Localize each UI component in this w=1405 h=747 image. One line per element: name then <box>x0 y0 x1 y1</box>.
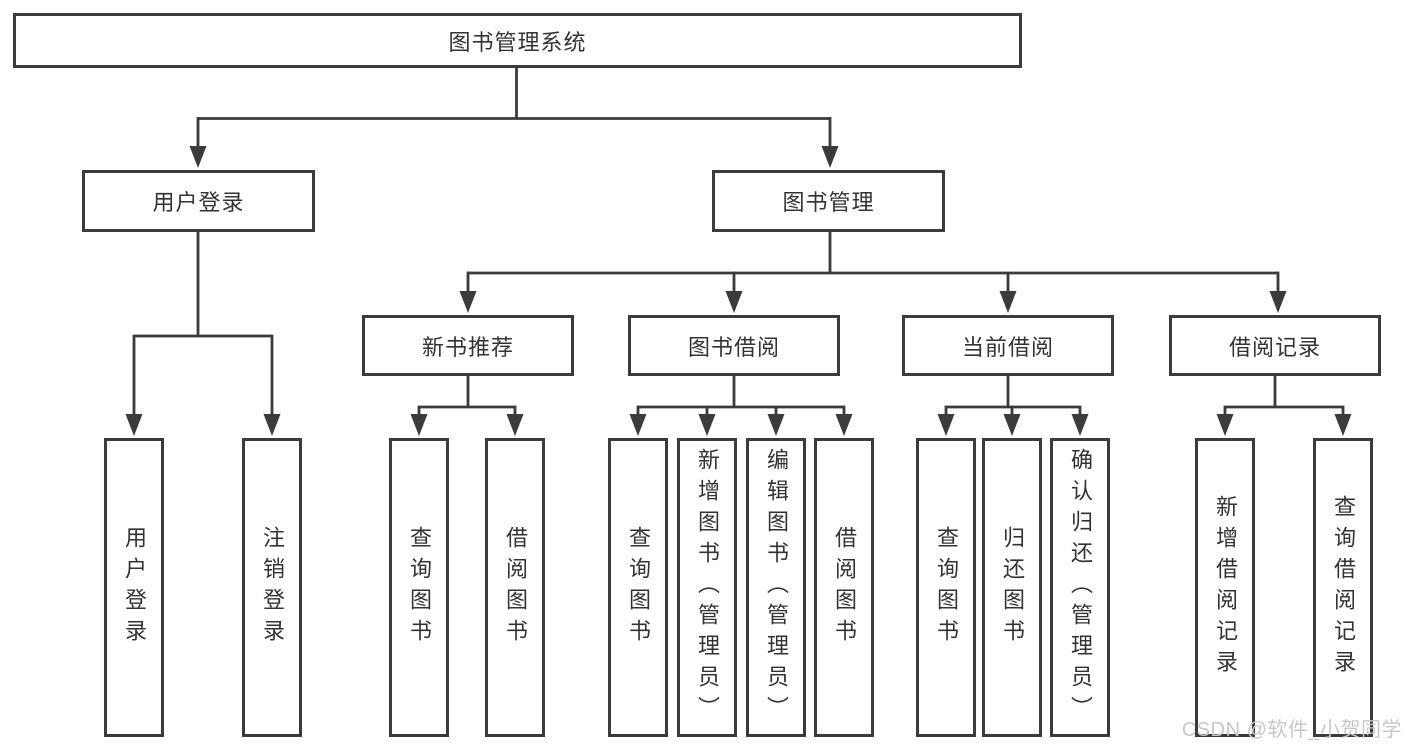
node-current-borrow: 当前借阅 <box>902 315 1114 376</box>
node-book-borrow-label: 图书借阅 <box>687 334 780 360</box>
leaf-logout: 注销登录 <box>242 438 302 737</box>
leaf-query-borrow-record-label: 查询借阅记录 <box>1331 494 1356 681</box>
leaf-query-books-3-label: 查询图书 <box>934 525 959 650</box>
leaf-edit-book-admin-label: 编辑图书（管理员） <box>764 448 789 727</box>
node-user-login-label: 用户登录 <box>152 190 245 215</box>
leaf-query-books-3: 查询图书 <box>916 438 976 737</box>
node-book-management: 图书管理 <box>712 170 945 232</box>
node-user-login: 用户登录 <box>82 170 315 232</box>
leaf-logout-label: 注销登录 <box>260 525 285 650</box>
csdn-watermark: CSDN @软件_小贺同学 <box>1181 719 1402 741</box>
node-library-system-label: 图书管理系统 <box>448 29 587 55</box>
leaf-borrow-books-1-label: 借阅图书 <box>503 525 528 650</box>
leaf-add-book-admin-label: 新增图书（管理员） <box>695 448 720 727</box>
leaf-return-books: 归还图书 <box>982 438 1042 737</box>
node-library-system: 图书管理系统 <box>13 13 1022 68</box>
node-new-book-recommend-label: 新书推荐 <box>421 334 514 360</box>
leaf-add-book-admin: 新增图书（管理员） <box>677 438 737 737</box>
leaf-user-login-label: 用户登录 <box>122 525 147 650</box>
node-current-borrow-label: 当前借阅 <box>961 334 1054 360</box>
leaf-confirm-return-admin: 确认归还（管理员） <box>1050 438 1110 737</box>
leaf-edit-book-admin: 编辑图书（管理员） <box>746 438 806 737</box>
leaf-add-borrow-record: 新增借阅记录 <box>1195 438 1255 737</box>
node-book-borrow: 图书借阅 <box>628 315 840 376</box>
leaf-query-books-2: 查询图书 <box>608 438 668 737</box>
leaf-user-login: 用户登录 <box>104 438 164 737</box>
node-borrow-records-label: 借阅记录 <box>1228 334 1321 360</box>
leaf-confirm-return-admin-label: 确认归还（管理员） <box>1068 448 1093 727</box>
leaf-borrow-books-1: 借阅图书 <box>485 438 545 737</box>
leaf-query-books-1: 查询图书 <box>389 438 449 737</box>
leaf-query-books-2-label: 查询图书 <box>626 525 651 650</box>
node-borrow-records: 借阅记录 <box>1169 315 1381 376</box>
leaf-borrow-books-2: 借阅图书 <box>814 438 874 737</box>
leaf-query-borrow-record: 查询借阅记录 <box>1313 438 1373 737</box>
leaf-query-books-1-label: 查询图书 <box>407 525 432 650</box>
leaf-return-books-label: 归还图书 <box>1000 525 1025 650</box>
node-new-book-recommend: 新书推荐 <box>362 315 574 376</box>
leaf-add-borrow-record-label: 新增借阅记录 <box>1213 494 1238 681</box>
node-book-management-label: 图书管理 <box>782 190 875 215</box>
leaf-borrow-books-2-label: 借阅图书 <box>832 525 857 650</box>
